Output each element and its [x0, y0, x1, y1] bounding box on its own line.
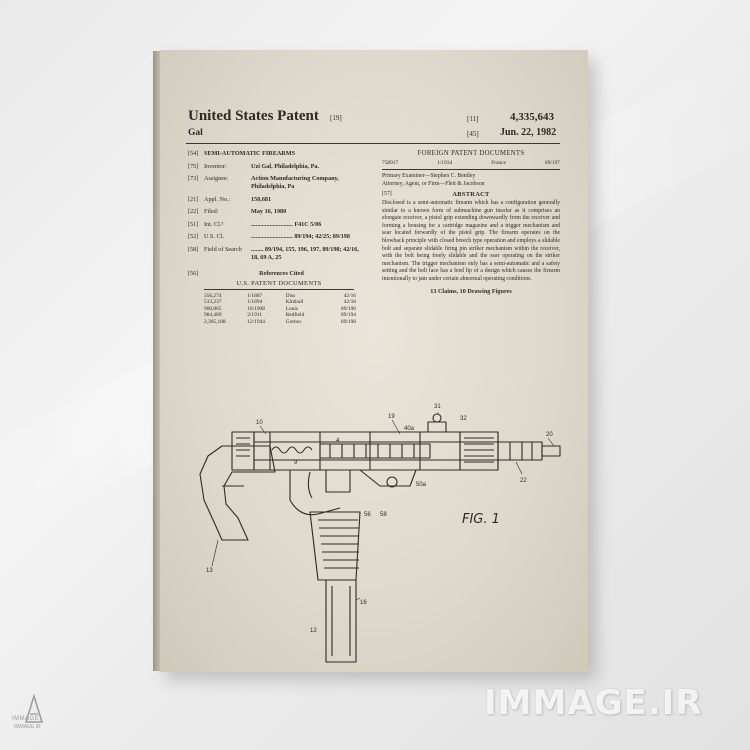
- code-45: [45]: [467, 130, 479, 138]
- reference-date: 1/1894: [247, 299, 263, 306]
- reference-row: 2,365,188 12/1944 Gorton 89/198: [204, 319, 356, 326]
- part-number: 56: [364, 512, 371, 518]
- field-52: [52] U.S. Cl. ..........................…: [188, 233, 350, 240]
- invention-title: SEMI-AUTOMATIC FIREARMS: [204, 150, 296, 157]
- claims-line: 13 Claims, 10 Drawing Figures: [430, 287, 512, 295]
- references-heading: [56] References Cited: [188, 269, 304, 277]
- reference-row: 984,489 2/1911 Redfield 89/194: [204, 312, 356, 319]
- reference-cls: 42/18: [343, 299, 356, 306]
- code-11: [11]: [467, 115, 479, 123]
- foreign-docs-title: FOREIGN PATENT DOCUMENTS: [417, 150, 525, 157]
- part-number: 4: [336, 438, 340, 444]
- reference-num: 513,237: [204, 299, 222, 306]
- firearm-patent-drawing: 10 19 20 22 31 32 40a 50a 56 58 16 13 12…: [199, 404, 561, 663]
- part-number: 50a: [416, 482, 427, 488]
- reference-date: 10/1908: [247, 305, 265, 312]
- reference-name: Gorton: [285, 318, 301, 325]
- abstract-heading: [57] ABSTRACT: [382, 191, 490, 199]
- part-number: 16: [360, 600, 367, 606]
- reference-row: 513,237 1/1894 Kimball 42/18: [204, 299, 356, 306]
- reference-cls: 89/198: [341, 318, 356, 325]
- abstract-column: FOREIGN PATENT DOCUMENTS 758917 1/1934 F…: [382, 150, 560, 295]
- reference-date: 2/1911: [247, 312, 263, 319]
- reference-name: Kimball: [285, 299, 304, 306]
- field-75: [75] Inventor: Uzi Gal, Philadelphia, Pa…: [188, 162, 320, 170]
- code-19: [19]: [330, 114, 342, 122]
- reference-date: 1/1887: [247, 292, 263, 299]
- patent-date: Jun. 22, 1982: [500, 127, 557, 138]
- part-number: 22: [520, 478, 527, 484]
- watermark-text: IMMAGE.IR: [484, 683, 703, 723]
- us-patent-documents-title: U.S. PATENT DOCUMENTS: [204, 280, 354, 290]
- part-number: 20: [546, 432, 553, 438]
- reference-row: 900,865 10/1908 Louis 89/196: [204, 306, 356, 313]
- immage-logo-icon: [24, 693, 44, 723]
- reference-name: Diss: [285, 292, 296, 299]
- canvas-edge: [153, 51, 161, 671]
- field-22: [22] Filed: May 16, 1980: [188, 208, 287, 215]
- patent-title: United States Patent: [188, 108, 319, 124]
- reference-name: Louis: [285, 305, 298, 312]
- references-table: 356,274 1/1887 Diss 42/16 513,237 1/1894 Kimba…: [204, 293, 356, 326]
- bibliographic-column: [54] SEMI-AUTOMATIC FIREARMS [75] Invent…: [188, 150, 363, 325]
- reference-num: 984,489: [204, 312, 222, 319]
- logo-subtext: IMMAGE.IR: [14, 724, 41, 730]
- reference-num: 900,865: [204, 305, 222, 312]
- part-number: 12: [310, 628, 317, 634]
- field-58: [58] Field of Search ........ 89/194, 15…: [188, 245, 359, 261]
- reference-cls: 89/196: [341, 305, 356, 312]
- field-51: [51] Int. Cl.³ .........................…: [188, 220, 322, 228]
- logo-text: IMMAGE: [12, 716, 40, 722]
- reference-cls: 42/16: [343, 292, 356, 299]
- reference-num: 356,274: [204, 292, 222, 299]
- patent-canvas-print: United States Patent [19] Gal [11] 4,335…: [160, 50, 588, 672]
- part-number: 31: [434, 404, 441, 410]
- reference-date: 12/1944: [247, 318, 265, 325]
- patent-number: 4,335,643: [510, 111, 554, 123]
- reference-num: 2,365,188: [204, 318, 226, 325]
- header-rule: [186, 143, 560, 144]
- primary-examiner: Primary Examiner—Stephen C. Bentley: [382, 173, 476, 180]
- part-number: 19: [388, 414, 395, 420]
- part-number: 32: [460, 416, 467, 422]
- reference-cls: 89/194: [341, 312, 356, 319]
- reference-row: 356,274 1/1887 Diss 42/16: [204, 293, 356, 300]
- foreign-doc-row: 758917 1/1934 France 89/197: [382, 160, 560, 171]
- field-54: [54] SEMI-AUTOMATIC FIREARMS: [188, 150, 363, 158]
- part-number: 10: [256, 420, 263, 426]
- field-73: [73] Assignee: Action Manufacturing Comp…: [188, 175, 339, 190]
- attorney: Attorney, Agent, or Firm—Fleit & Jacobso…: [382, 180, 485, 187]
- part-number: 13: [206, 568, 213, 574]
- figure-label: FIG. 1: [462, 512, 500, 527]
- field-21: [21] Appl. No.: 150,681: [188, 195, 272, 203]
- part-number: 9: [294, 460, 298, 466]
- inventor-short: Gal: [188, 128, 203, 138]
- reference-name: Redfield: [285, 312, 305, 319]
- abstract-text: Disclosed is a semi-automatic firearm wh…: [382, 199, 560, 282]
- part-number: 40a: [404, 426, 415, 432]
- part-number: 58: [380, 512, 387, 518]
